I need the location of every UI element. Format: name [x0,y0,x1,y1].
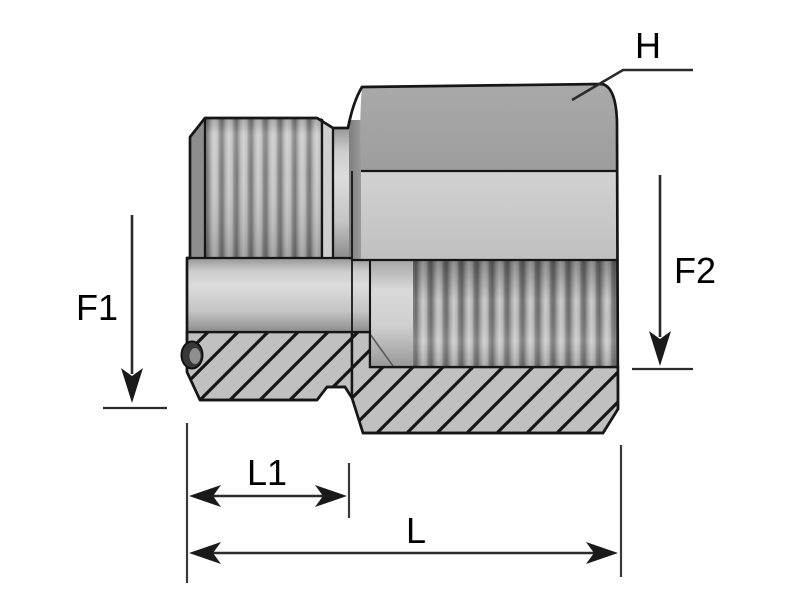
f1-arrowhead [121,368,143,403]
dim-l1: L1 [185,423,351,583]
hex-top-face [360,84,617,171]
f2-label: F2 [674,250,716,291]
female-counterbore [370,260,413,367]
f2-arrowhead [649,331,671,366]
l-label: L [406,510,426,551]
h-label: H [635,25,661,66]
f1-label: F1 [76,287,118,328]
l-arrow-left [189,542,221,564]
internal-edges [187,118,618,398]
female-entry-chamfer-line [369,333,394,367]
dim-l: L [189,445,623,577]
dimensions: H F1 F2 L1 [76,25,716,583]
l1-arrow-left [189,485,221,507]
male-thread-end-face [190,118,205,258]
female-thread-shading [413,261,617,367]
fitting-body [180,82,620,435]
section-hatch-male-side [185,330,354,403]
bore-cylinder [187,258,370,332]
l-arrow-right [586,542,618,564]
hex-front-face [361,171,618,260]
neck [333,128,352,258]
l1-arrow-right [315,485,347,507]
o-ring [180,340,204,370]
dim-h: H [571,25,693,102]
male-thread-shading [205,118,322,258]
dim-f1: F1 [76,215,167,410]
dim-f2: F2 [632,175,716,371]
thread-runout-band [322,119,333,258]
l1-label: L1 [247,452,287,493]
h-leader-line [571,68,693,102]
part-outline [185,82,620,435]
